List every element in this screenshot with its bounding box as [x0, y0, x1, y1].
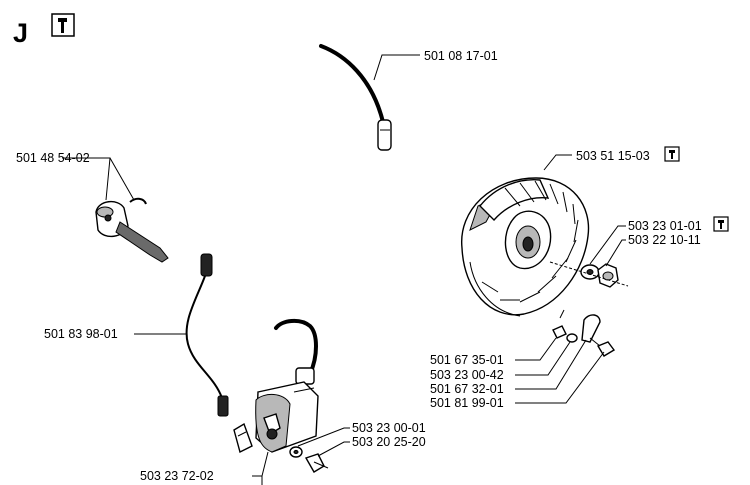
- module-washer-part[interactable]: [289, 446, 303, 458]
- part-number-label: 501 67 35-01: [430, 353, 504, 367]
- flywheel-key-part[interactable]: [552, 309, 567, 339]
- spacer-clip-part[interactable]: [233, 422, 253, 454]
- section-letter: J: [13, 18, 28, 48]
- ignition-lead-part[interactable]: [185, 253, 229, 417]
- part-number-label: 501 81 99-01: [430, 396, 504, 410]
- stop-switch-part[interactable]: [95, 197, 169, 263]
- part-number-label: 503 22 10-11: [628, 233, 701, 247]
- screw-part[interactable]: [589, 337, 616, 357]
- part-number-label: 503 23 72-02: [140, 469, 214, 483]
- pawl-part[interactable]: [581, 314, 601, 343]
- service-tool-icon: [713, 216, 729, 232]
- part-number-label: 503 23 01-01: [628, 219, 702, 233]
- part-number-label: 503 23 00-42: [430, 368, 504, 382]
- part-number-label: 501 48 54-02: [16, 151, 90, 165]
- ignition-module-part[interactable]: [255, 319, 319, 453]
- part-number-label: 503 20 25-20: [352, 435, 426, 449]
- part-number-label: 501 67 32-01: [430, 382, 504, 396]
- spark-plug-lead-part[interactable]: [319, 44, 392, 151]
- service-tool-icon: [51, 13, 75, 37]
- flywheel-nut-part[interactable]: [597, 263, 619, 288]
- part-number-label: 501 83 98-01: [44, 327, 118, 341]
- spring-washer-part[interactable]: [566, 333, 578, 343]
- part-number-label: 501 08 17-01: [424, 49, 498, 63]
- module-screw-part[interactable]: [304, 453, 329, 473]
- part-number-label: 503 51 15-03: [576, 149, 650, 163]
- part-number-label: 503 23 00-01: [352, 421, 426, 435]
- flywheel-part[interactable]: [461, 177, 590, 317]
- service-tool-icon: [664, 146, 680, 162]
